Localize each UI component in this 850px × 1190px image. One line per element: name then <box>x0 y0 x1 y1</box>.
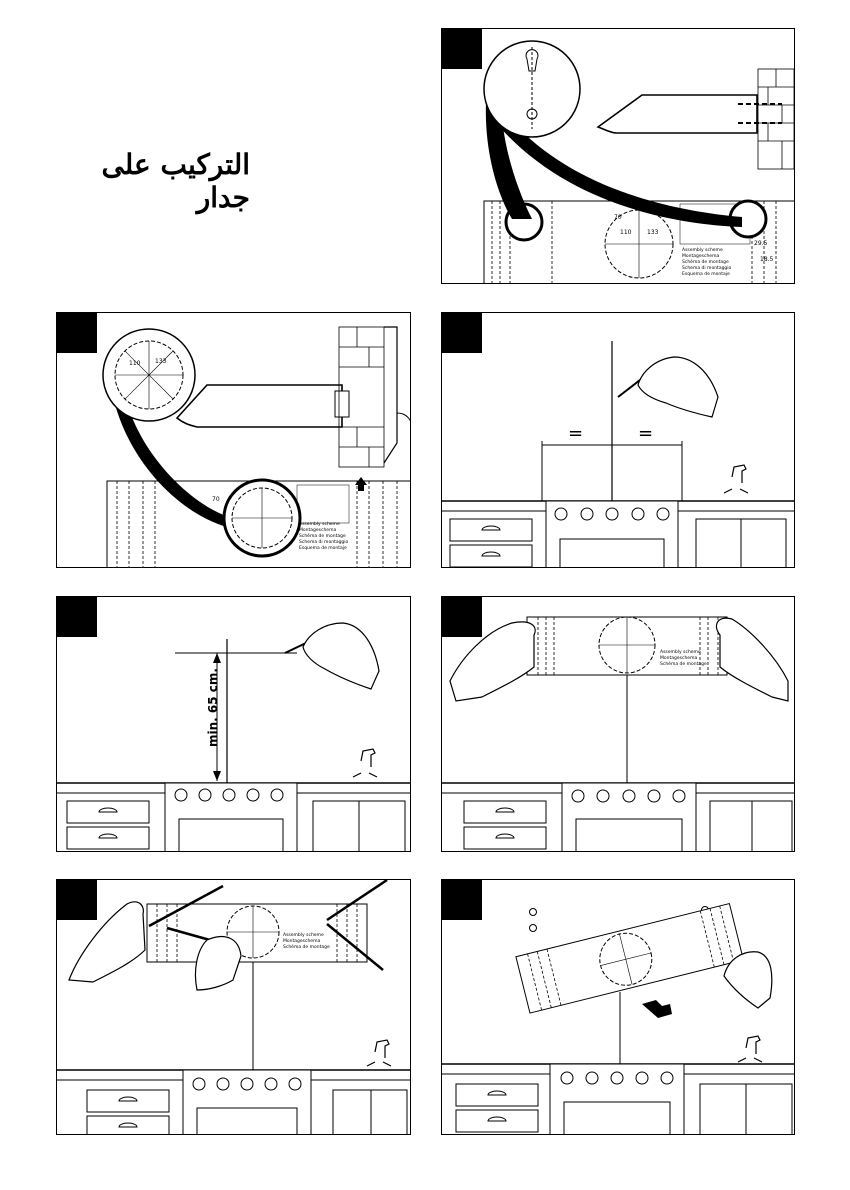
template-label: Schéma de montage <box>299 532 346 539</box>
template-label: Assembly scheme <box>682 247 723 253</box>
step-4-illustration: min. 65 cm. <box>57 622 410 851</box>
dim-70: 70 <box>212 496 220 503</box>
template-label: Schema di montaggio <box>299 539 349 545</box>
step-tab <box>442 597 482 637</box>
dim-70: 70 <box>614 214 622 221</box>
template-label: Schéma de montage <box>682 258 729 265</box>
height-label: min. 65 cm. <box>206 668 220 747</box>
step-tab <box>57 313 97 353</box>
step-1-illustration: 110 133 70 Assembly scheme Montageschema… <box>483 40 794 283</box>
template-label: Assembly scheme <box>299 521 340 527</box>
equal-mark-right: = <box>638 423 653 444</box>
template-label: Assembly scheme <box>283 932 324 938</box>
step-5-panel: Assembly scheme Montageschema Schéma de … <box>441 596 795 852</box>
dim-29-5: 29.5 <box>754 240 768 247</box>
dim-110: 110 <box>129 360 141 367</box>
dim-110: 110 <box>620 229 632 236</box>
step-tab <box>442 880 482 920</box>
template-label: Esquema de montaje <box>299 545 347 551</box>
step-7-illustration <box>442 902 794 1134</box>
template-label: Schéma de montage <box>283 943 330 950</box>
step-1-panel: 110 133 70 Assembly scheme Montageschema… <box>441 28 795 284</box>
step-6-panel: Assembly scheme Montageschema Schéma de … <box>56 879 411 1135</box>
step-tab <box>442 313 482 353</box>
step-4-panel: min. 65 cm. <box>56 596 411 852</box>
step-tab <box>57 597 97 637</box>
step-3-panel: = = <box>441 312 795 568</box>
template-label: Schéma de montage <box>660 660 707 667</box>
template-label: Montageschema <box>299 527 336 533</box>
step-5-illustration: Assembly scheme Montageschema Schéma de … <box>442 616 794 851</box>
template-label: Montageschema <box>660 655 697 661</box>
template-label: Montageschema <box>283 938 320 944</box>
template-label: Montageschema <box>682 253 719 259</box>
step-2-illustration: 70 Assembly scheme Montageschema Schéma … <box>102 326 410 567</box>
dim-133: 133 <box>647 229 659 236</box>
step-2-panel: 70 Assembly scheme Montageschema Schéma … <box>56 312 411 568</box>
template-label: Schema di montaggio <box>682 265 732 271</box>
dim-133: 133 <box>155 358 167 365</box>
equal-mark-left: = <box>568 423 583 444</box>
step-tab <box>57 880 97 920</box>
step-6-illustration: Assembly scheme Montageschema Schéma de … <box>57 880 410 1134</box>
step-tab <box>442 29 482 69</box>
template-label: Esquema de montaje <box>682 271 730 277</box>
page-title: التركيب على جدار <box>101 148 250 214</box>
step-7-panel <box>441 879 795 1135</box>
step-3-illustration: = = <box>442 341 794 567</box>
template-label: Assembly scheme <box>660 649 701 655</box>
dim-18-5: 18.5 <box>760 256 774 263</box>
